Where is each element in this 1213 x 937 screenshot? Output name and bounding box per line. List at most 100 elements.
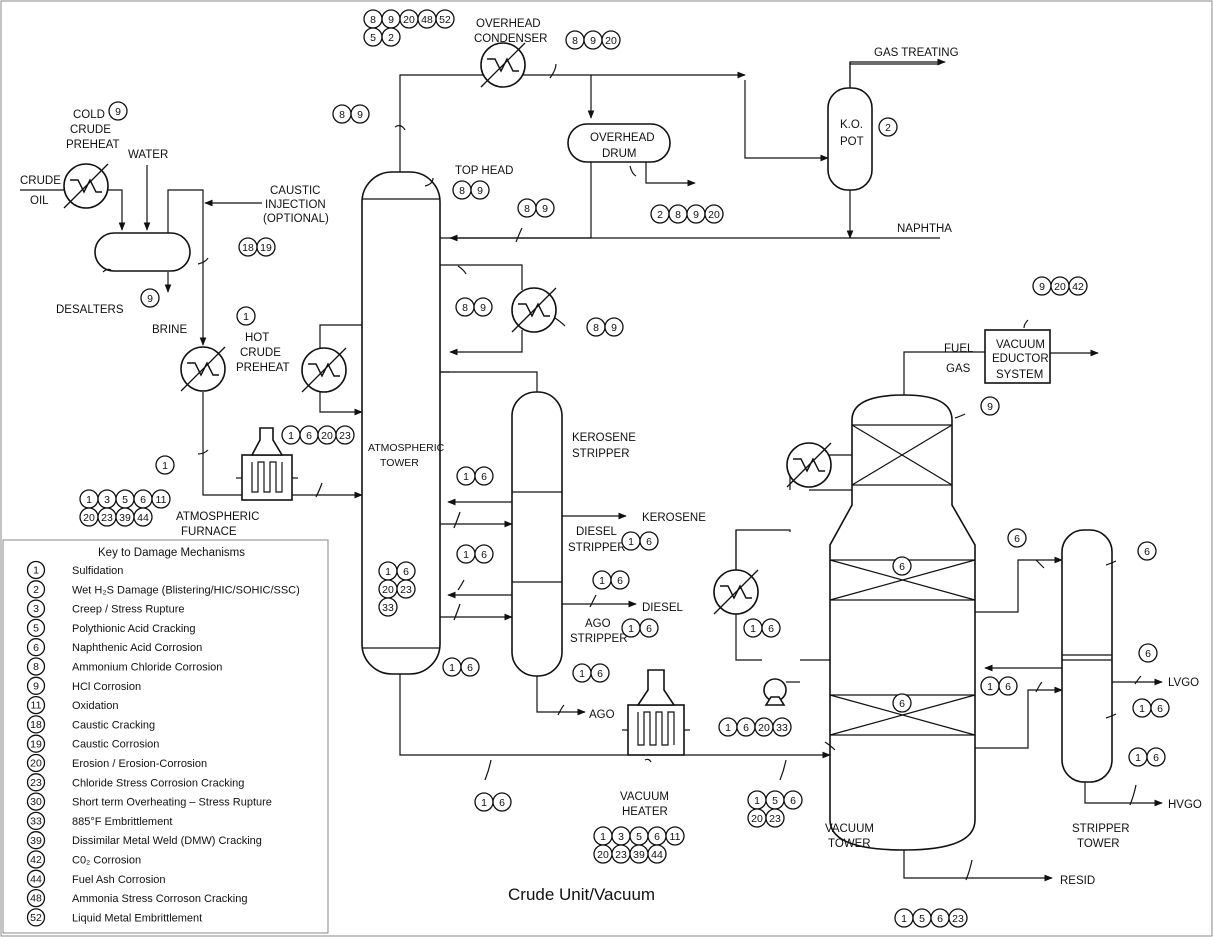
key-number: 23 xyxy=(30,777,42,789)
key-bubble xyxy=(26,831,46,850)
callout-bubble xyxy=(460,657,480,677)
label: AGO xyxy=(589,709,615,721)
callout-number: 23 xyxy=(400,584,412,596)
key-bubble xyxy=(26,773,46,792)
callout-number: 9 xyxy=(590,35,596,47)
piping-lines xyxy=(20,58,1163,882)
callout-bubble xyxy=(435,9,455,29)
callout-number: 8 xyxy=(462,302,468,314)
callout-number: 6 xyxy=(1014,533,1020,545)
key-description: Fuel Ash Corrosion xyxy=(72,874,166,886)
callout-bubble xyxy=(151,489,171,509)
callout-bubble xyxy=(378,597,398,617)
key-bubble xyxy=(26,869,46,888)
key-bubble xyxy=(26,638,46,657)
label: STRIPPER xyxy=(572,448,630,460)
callout-bubble xyxy=(665,826,685,846)
callout-number: 6 xyxy=(743,722,749,734)
callout-group: 9 xyxy=(108,101,128,121)
callout-number: 9 xyxy=(388,14,394,26)
callout-number: 20 xyxy=(321,430,333,442)
callout-number: 3 xyxy=(104,494,110,506)
label: POT xyxy=(840,136,864,148)
callout-number: 6 xyxy=(1005,681,1011,693)
callout-number: 42 xyxy=(1072,281,1084,293)
equipment-labels: OVERHEAD CONDENSER GAS TREATING K.O. POT… xyxy=(20,18,1202,887)
callout-number: 1 xyxy=(1135,752,1141,764)
callout-number: 6 xyxy=(646,623,652,635)
callout-number: 6 xyxy=(790,795,796,807)
callout-number: 9 xyxy=(611,322,617,334)
key-description: Erosion / Erosion-Corrosion xyxy=(72,758,207,770)
callout-number: 11 xyxy=(670,831,681,843)
callout-number: 20 xyxy=(382,584,394,596)
callout-number: 8 xyxy=(370,14,376,26)
callout-number: 1 xyxy=(385,566,391,578)
callout-bubble xyxy=(610,570,630,590)
callout-bubble xyxy=(535,198,555,218)
key-number: 42 xyxy=(30,854,42,866)
callout-number: 1 xyxy=(463,471,469,483)
diagram-title: Crude Unit/Vacuum xyxy=(508,885,655,904)
callout-number: 20 xyxy=(83,512,95,524)
label: K.O. xyxy=(840,119,863,131)
key-bubble xyxy=(26,734,46,753)
key-bubble xyxy=(26,695,46,715)
callout-bubble xyxy=(381,27,401,47)
callout-bubble xyxy=(998,676,1018,696)
key-number: 6 xyxy=(33,642,39,654)
callout-bubble xyxy=(601,30,621,50)
callout-number: 2 xyxy=(885,122,891,134)
callout-number: 39 xyxy=(633,849,645,861)
callout-bubble xyxy=(236,306,256,326)
key-number: 1 xyxy=(33,565,39,577)
key-bubble xyxy=(26,850,46,869)
callout-number: 6 xyxy=(646,536,652,548)
key-number: 3 xyxy=(33,603,39,615)
callout-number: 20 xyxy=(403,14,415,26)
key-description: Creep / Stress Rupture xyxy=(72,604,185,616)
vacuum-heater-symbol xyxy=(622,669,690,756)
callout-number: 6 xyxy=(481,471,487,483)
callout-number: 2 xyxy=(657,209,663,221)
callout-bubble xyxy=(1007,528,1027,548)
label: EDUCTOR xyxy=(992,353,1049,365)
callout-number: 20 xyxy=(758,722,770,734)
callout-number: 6 xyxy=(899,698,905,710)
callout-number: 6 xyxy=(937,913,943,925)
label: VACUUM xyxy=(825,823,874,835)
callout-number: 23 xyxy=(339,430,351,442)
atmospheric-tower-vessel xyxy=(361,171,441,675)
key-bubble xyxy=(26,560,46,580)
label: HOT xyxy=(245,332,269,344)
monitoring-point-marks xyxy=(102,63,1142,881)
label: TOWER xyxy=(1077,838,1120,850)
key-bubble xyxy=(26,618,46,638)
label: BRINE xyxy=(152,324,187,336)
label: AGO xyxy=(585,618,611,630)
callout-number: 19 xyxy=(260,242,272,254)
callout-number: 5 xyxy=(772,795,778,807)
callout-number: 48 xyxy=(421,14,433,26)
callout-number: 1 xyxy=(288,430,294,442)
callout-number: 8 xyxy=(339,109,345,121)
callout-number: 23 xyxy=(101,512,113,524)
label: HVGO xyxy=(1168,799,1202,811)
label: (OPTIONAL) xyxy=(263,213,329,225)
callout-group: 1 xyxy=(155,455,175,475)
label: HEATER xyxy=(622,806,668,818)
key-description: Naphthenic Acid Corrosion xyxy=(72,642,202,654)
callout-number: 5 xyxy=(636,831,642,843)
label: KEROSENE xyxy=(572,432,636,444)
